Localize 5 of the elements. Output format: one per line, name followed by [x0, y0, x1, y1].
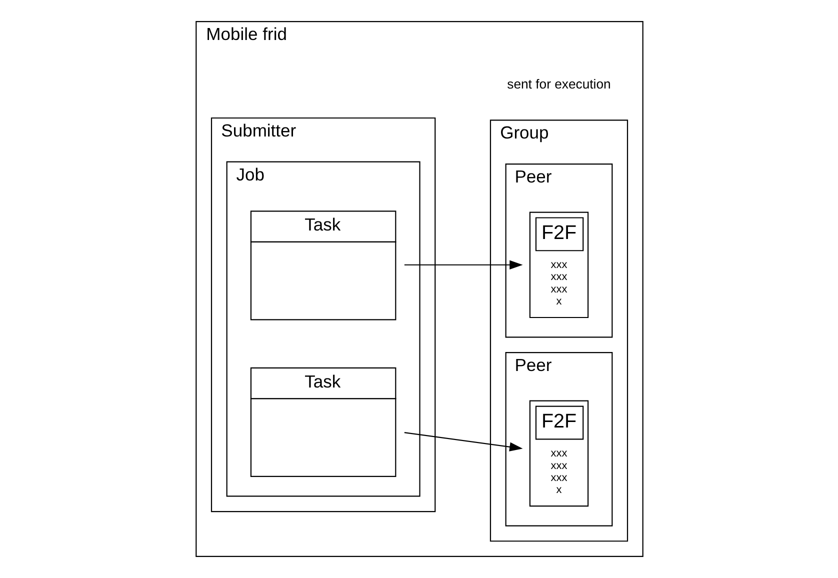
- node-box: F2F xxx xxx xxx x: [528, 400, 588, 507]
- label: sent for execution: [506, 76, 610, 92]
- node-box: F2F xxx xxx xxx x: [528, 212, 588, 318]
- arrow: [404, 260, 522, 270]
- arrow: [404, 432, 522, 452]
